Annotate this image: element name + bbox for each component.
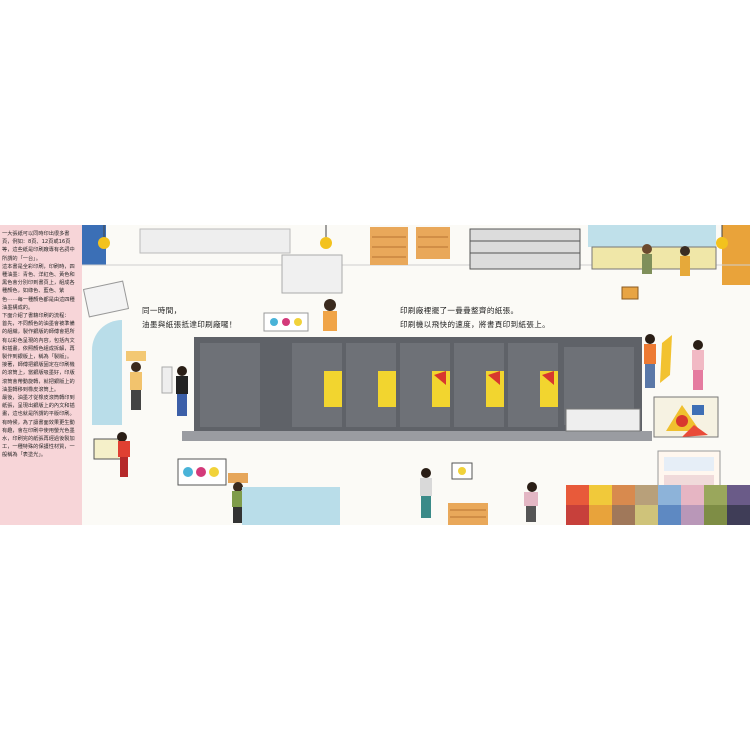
color-swatch xyxy=(566,505,589,525)
worker-back-right-2 xyxy=(680,246,690,276)
pallet-stack-left xyxy=(370,227,408,265)
worker-carrying-paper xyxy=(126,351,146,410)
caption-line2-right: 印刷機以飛快的速度，將書頁印到紙張上。 xyxy=(400,320,550,329)
printing-press xyxy=(182,337,652,441)
color-swatch xyxy=(612,485,635,505)
ink-color-card xyxy=(263,312,309,332)
color-swatch xyxy=(727,485,750,505)
ink-buckets-board xyxy=(177,458,227,486)
color-swatch xyxy=(612,505,635,525)
text-sidebar: 一大張紙可以同時印出很多書頁，例如：8頁、12頁或16頁等，這些紙是印刷廠專有名… xyxy=(0,225,82,525)
worker-with-crate xyxy=(228,473,248,523)
color-swatch xyxy=(566,485,589,505)
book-spread: 一大張紙可以同時印出很多書頁，例如：8頁、12頁或16頁等，這些紙是印刷廠專有名… xyxy=(0,225,750,525)
ceiling-lamp-left xyxy=(98,225,110,249)
pallet-stack-right xyxy=(416,227,450,259)
color-swatch xyxy=(635,505,658,525)
ink-sign xyxy=(451,462,473,480)
color-swatch xyxy=(635,485,658,505)
orange-door xyxy=(722,225,750,285)
color-swatch xyxy=(589,505,612,525)
color-swatch xyxy=(681,485,704,505)
worker-bottom-center xyxy=(420,468,432,518)
caption-line1-left: 同一時間， xyxy=(142,306,182,315)
caption-line2-left: 油墨與紙張抵達印刷廠囉！ xyxy=(142,320,237,329)
color-swatch xyxy=(704,485,727,505)
ceiling-lamp-right xyxy=(716,225,728,249)
color-swatch xyxy=(589,485,612,505)
pallet-bottom xyxy=(448,503,488,525)
worker-right-2 xyxy=(692,340,704,390)
color-swatch xyxy=(681,505,704,525)
color-swatch xyxy=(704,505,727,525)
worker-bending xyxy=(524,482,538,522)
color-swatch xyxy=(658,505,681,525)
ceiling-lamp-center xyxy=(320,225,332,249)
framed-poster xyxy=(653,396,719,438)
floor-blue-mat xyxy=(242,487,340,525)
color-swatch xyxy=(727,505,750,525)
paper-rack xyxy=(469,228,581,270)
sidebar-paragraphs: 一大張紙可以同時印出很多書頁，例如：8頁、12頁或16頁等，這些紙是印刷廠專有名… xyxy=(2,231,75,459)
worker-top-center xyxy=(323,299,337,331)
printing-factory-illustration xyxy=(82,225,750,525)
worker-at-desk xyxy=(93,432,130,477)
worker-holding-sheet xyxy=(161,366,188,416)
worker-back-right-1 xyxy=(642,244,652,274)
worker-right-1 xyxy=(644,334,656,388)
color-swatch xyxy=(658,485,681,505)
color-swatch-grid xyxy=(566,485,750,525)
caption-line1-right: 印刷廠裡擺了一疊疊整齊的紙張。 xyxy=(400,306,519,315)
